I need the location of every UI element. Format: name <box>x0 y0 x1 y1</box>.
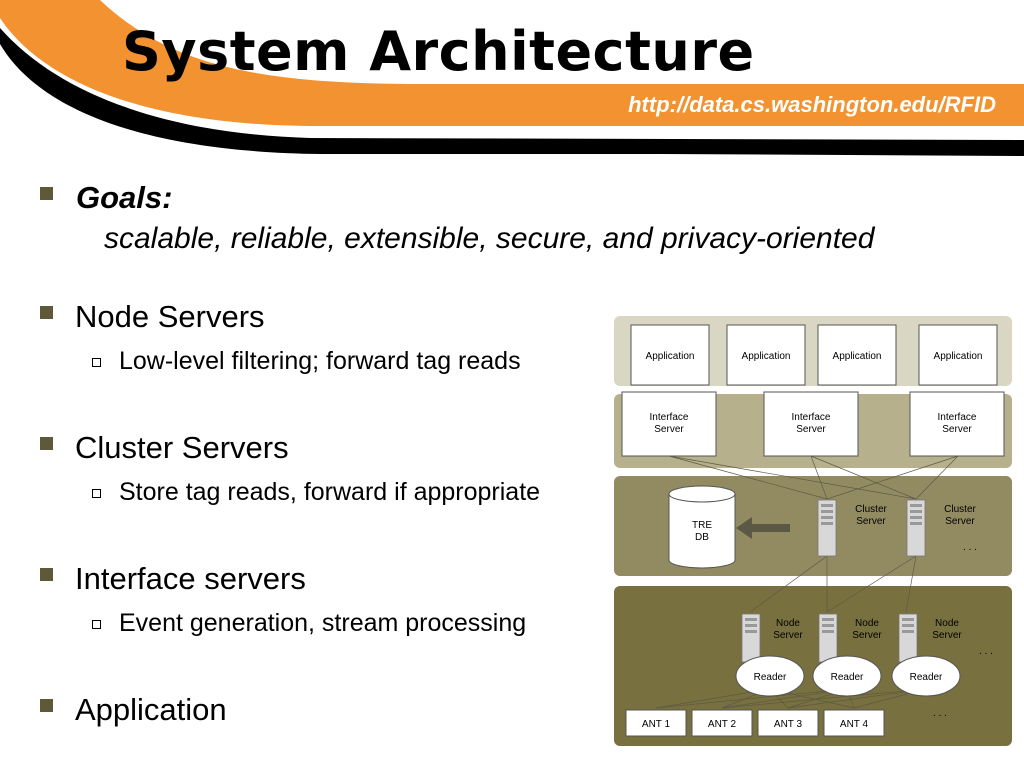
layer-application <box>614 316 1012 386</box>
subbullet-marker <box>92 620 101 629</box>
node-server-label: Node <box>855 618 879 629</box>
interface-server-box: Interface Server <box>621 391 717 457</box>
node-server-label: Server <box>932 630 962 641</box>
interface-server-label: Interface <box>650 412 689 423</box>
bullet-interface-servers: Interface servers <box>75 561 306 596</box>
more-ellipsis: . . . <box>933 708 947 719</box>
application-box: Application <box>630 324 710 386</box>
node-server-icon <box>898 613 918 663</box>
arrow-left-icon <box>736 517 790 539</box>
header-swoosh <box>0 0 1024 156</box>
subbullet-interface-servers: Event generation, stream processing <box>119 609 527 637</box>
application-box: Application <box>817 324 897 386</box>
antenna-box: ANT 2 <box>691 709 753 737</box>
antenna-box: ANT 4 <box>823 709 885 737</box>
interface-server-label: Server <box>796 424 826 435</box>
bullet-marker <box>40 187 53 200</box>
database-label: DB <box>695 532 709 543</box>
bullet-cluster-servers: Cluster Servers <box>75 430 289 465</box>
goals-text: scalable, reliable, extensible, secure, … <box>104 222 875 255</box>
database-label: TRE <box>692 520 712 531</box>
bullet-marker <box>40 568 53 581</box>
header-orange-fill <box>0 0 1024 127</box>
application-label: Application <box>646 351 695 362</box>
antenna-label: ANT 2 <box>708 719 737 730</box>
database-icon: TRE DB <box>668 485 736 569</box>
bullet-marker <box>40 306 53 319</box>
interface-server-box: Interface Server <box>909 391 1005 457</box>
node-server-label: Server <box>852 630 882 641</box>
source-url[interactable]: http://data.cs.washington.edu/RFID <box>628 92 996 117</box>
application-box: Application <box>918 324 998 386</box>
node-server-label: Server <box>773 630 803 641</box>
interface-server-label: Interface <box>792 412 831 423</box>
reader-node: Reader <box>812 655 882 697</box>
cluster-server-label: Cluster <box>944 504 976 515</box>
bullet-marker <box>40 437 53 450</box>
reader-node: Reader <box>891 655 961 697</box>
application-label: Application <box>934 351 983 362</box>
architecture-diagram: Application Application Application Appl… <box>614 316 1012 746</box>
application-label: Application <box>742 351 791 362</box>
cluster-server-label: Server <box>945 516 975 527</box>
application-box: Application <box>726 324 806 386</box>
subbullet-cluster-servers: Store tag reads, forward if appropriate <box>119 478 541 506</box>
bullet-application: Application <box>75 692 227 727</box>
interface-server-label: Server <box>654 424 684 435</box>
cluster-server-label: Cluster <box>855 504 887 515</box>
bullet-marker <box>40 699 53 712</box>
subbullet-node-servers: Low-level filtering; forward tag reads <box>119 347 521 375</box>
interface-server-box: Interface Server <box>763 391 859 457</box>
interface-server-label: Server <box>942 424 972 435</box>
interface-server-label: Interface <box>938 412 977 423</box>
node-server-label: Node <box>935 618 959 629</box>
node-server-label: Node <box>776 618 800 629</box>
node-server-icon <box>818 613 838 663</box>
reader-label: Reader <box>754 672 787 683</box>
goals-label: Goals: <box>76 180 173 215</box>
more-ellipsis: . . . <box>979 646 993 657</box>
antenna-box: ANT 1 <box>625 709 687 737</box>
cluster-server-icon <box>906 499 926 557</box>
antenna-box: ANT 3 <box>757 709 819 737</box>
antenna-label: ANT 1 <box>642 719 671 730</box>
reader-label: Reader <box>831 672 864 683</box>
bullet-node-servers: Node Servers <box>75 299 265 334</box>
antenna-label: ANT 4 <box>840 719 869 730</box>
cluster-server-label: Server <box>856 516 886 527</box>
slide-title: System Architecture <box>122 20 755 83</box>
application-label: Application <box>833 351 882 362</box>
reader-node: Reader <box>735 655 805 697</box>
reader-label: Reader <box>910 672 943 683</box>
more-ellipsis: . . . <box>963 542 977 553</box>
subbullet-marker <box>92 489 101 498</box>
antenna-label: ANT 3 <box>774 719 803 730</box>
subbullet-marker <box>92 358 101 367</box>
node-server-icon <box>741 613 761 663</box>
cluster-server-icon <box>817 499 837 557</box>
